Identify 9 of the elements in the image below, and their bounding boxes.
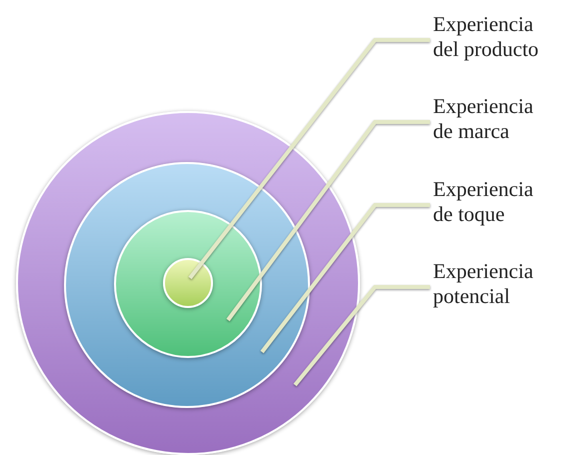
leader-line [226, 120, 430, 322]
label-text: Experiencia de toque [433, 177, 548, 227]
leader-line [293, 285, 430, 386]
label-text: Experiencia de marca [433, 94, 548, 144]
label-text: Experiencia del producto [433, 12, 548, 62]
leader-line [188, 38, 430, 280]
leader-line [260, 203, 430, 354]
ring-circle [163, 258, 213, 308]
label-text: Experiencia potencial [433, 259, 548, 309]
